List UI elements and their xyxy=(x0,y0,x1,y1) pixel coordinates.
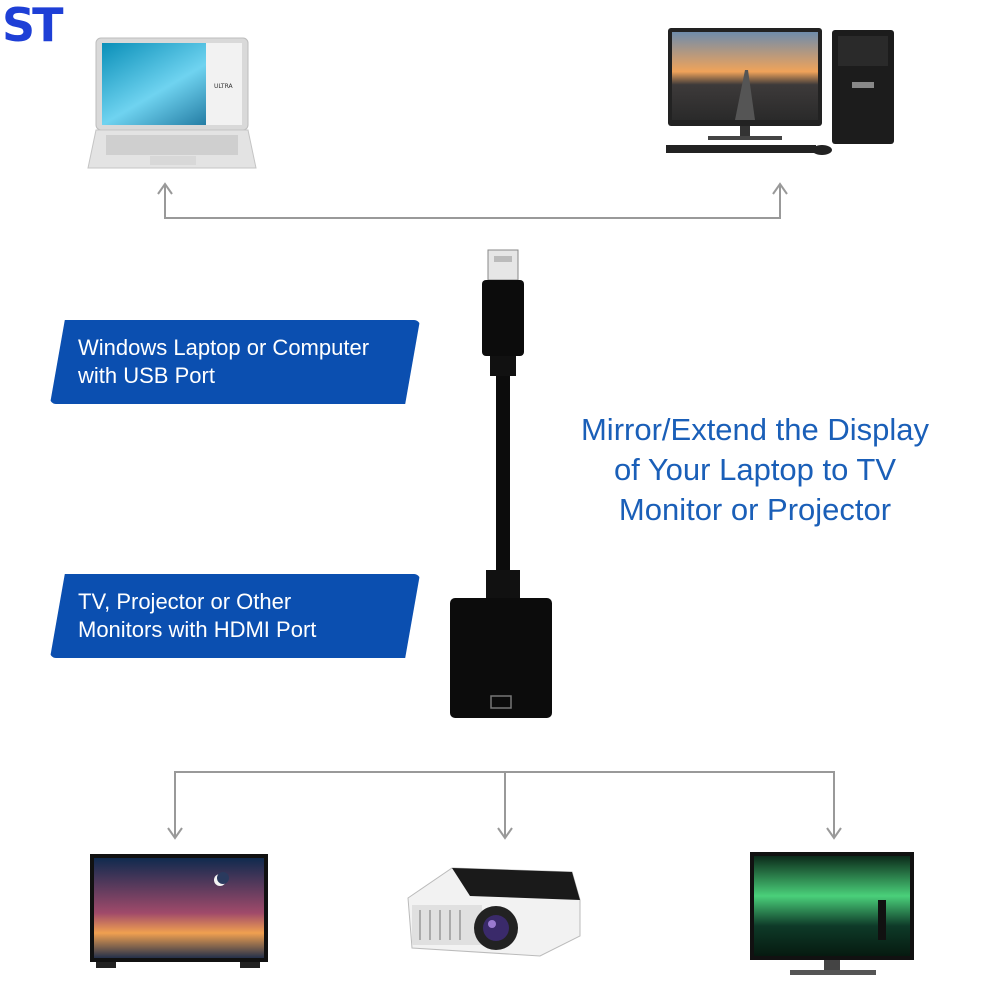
laptop-icon: ULTRA xyxy=(87,37,257,169)
computer-usb-badge: Windows Laptop or Computer with USB Port xyxy=(50,320,420,404)
headline: Mirror/Extend the Display of Your Laptop… xyxy=(540,410,970,530)
brand-logo: ST xyxy=(2,0,63,52)
top-connector-lines xyxy=(157,182,788,219)
projector-icon xyxy=(407,867,581,957)
display-hdmi-badge: TV, Projector or Other Monitors with HDM… xyxy=(50,574,420,658)
monitor-icon xyxy=(750,852,914,975)
badge-line: Monitors with HDMI Port xyxy=(78,617,317,642)
usb-hdmi-adapter-icon xyxy=(450,249,552,718)
badge-line: with USB Port xyxy=(78,363,215,388)
bottom-connector-lines xyxy=(167,771,842,840)
headline-line: Monitor or Projector xyxy=(618,492,892,527)
headline-line: of Your Laptop to TV xyxy=(613,452,897,487)
headline-line: Mirror/Extend the Display xyxy=(580,412,929,447)
desktop-computer-icon xyxy=(666,28,894,155)
tv-icon xyxy=(90,854,268,968)
badge-line: TV, Projector or Other xyxy=(78,589,292,614)
badge-line: Windows Laptop or Computer xyxy=(78,335,370,360)
svg-text:ULTRA: ULTRA xyxy=(214,83,233,90)
